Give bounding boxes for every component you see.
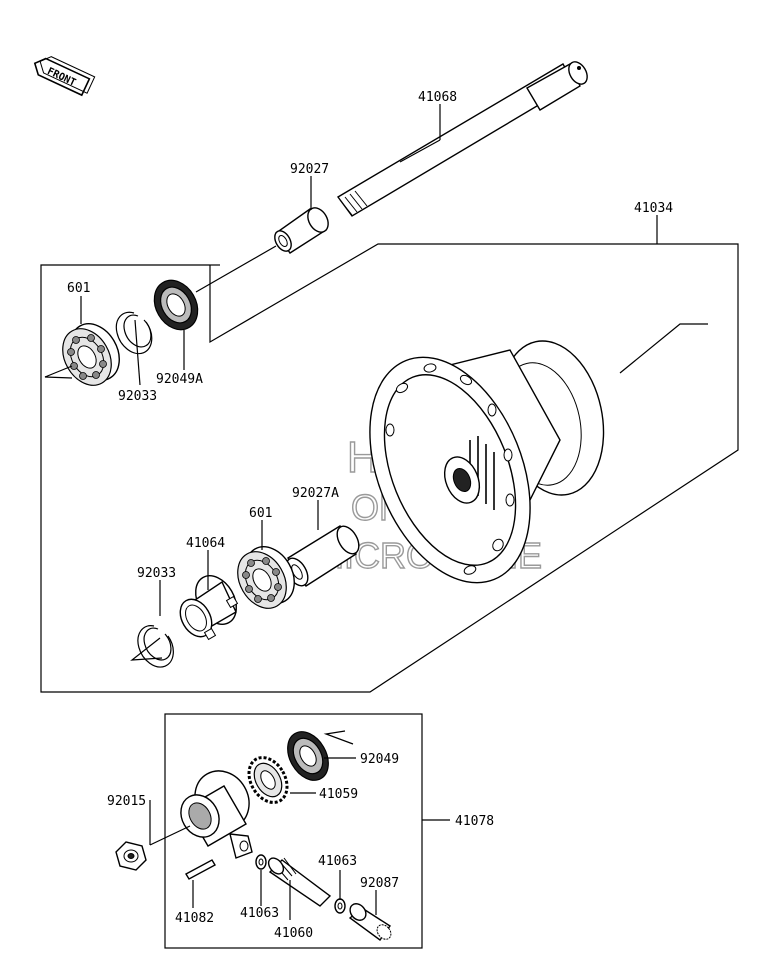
- label-pinion: 41060: [274, 926, 313, 941]
- nut: [115, 841, 147, 871]
- coupling: [179, 575, 239, 641]
- label-wheel-assy: 41034: [634, 201, 673, 216]
- label-collar-right: 92027: [290, 162, 329, 177]
- label-circlip-right: 92033: [118, 389, 157, 404]
- label-circlip-left: 92033: [137, 566, 176, 581]
- pin: [185, 859, 216, 880]
- gear-housing: [180, 770, 253, 859]
- washer-right: [334, 898, 346, 914]
- bushing: [348, 903, 392, 941]
- leader-lines: [80, 104, 658, 920]
- label-bearing-right: 601: [67, 281, 90, 296]
- washer-left: [255, 854, 267, 870]
- front-arrow-icon: FRONT: [33, 56, 96, 97]
- bearing-right: [62, 323, 120, 386]
- label-washer-right: 41063: [318, 854, 357, 869]
- label-coupling: 41064: [186, 536, 225, 551]
- bearing-left: [237, 546, 295, 609]
- wheel: [369, 340, 605, 584]
- label-seal-right: 92049A: [156, 372, 203, 387]
- circlip-right: [115, 311, 153, 355]
- alignment-marks: [44, 323, 708, 745]
- label-bearing-left: 601: [249, 506, 272, 521]
- collar-right: [274, 207, 329, 254]
- label-axle: 41068: [418, 90, 457, 105]
- label-collar-left: 92027A: [292, 486, 339, 501]
- label-nut: 92015: [107, 794, 146, 809]
- pinion: [267, 857, 332, 907]
- label-seal-gear: 92049: [360, 752, 399, 767]
- label-bushing: 92087: [360, 876, 399, 891]
- seal-right: [153, 279, 199, 331]
- collar-left: [285, 525, 360, 587]
- label-pin: 41082: [175, 911, 214, 926]
- gear: [247, 756, 289, 804]
- part-labels: 41068 92027 41034 601 92033 92049A 92027…: [67, 90, 673, 941]
- label-washer-left: 41063: [240, 906, 279, 921]
- gearbox-assy-frame: [164, 713, 423, 949]
- label-gear: 41059: [319, 787, 358, 802]
- label-gearbox-assy: 41078: [455, 814, 494, 829]
- seal-gear: [287, 731, 329, 781]
- axle-shaft: [336, 61, 588, 217]
- wheel-assy-frame: [40, 243, 739, 693]
- circlip-left: [137, 625, 174, 668]
